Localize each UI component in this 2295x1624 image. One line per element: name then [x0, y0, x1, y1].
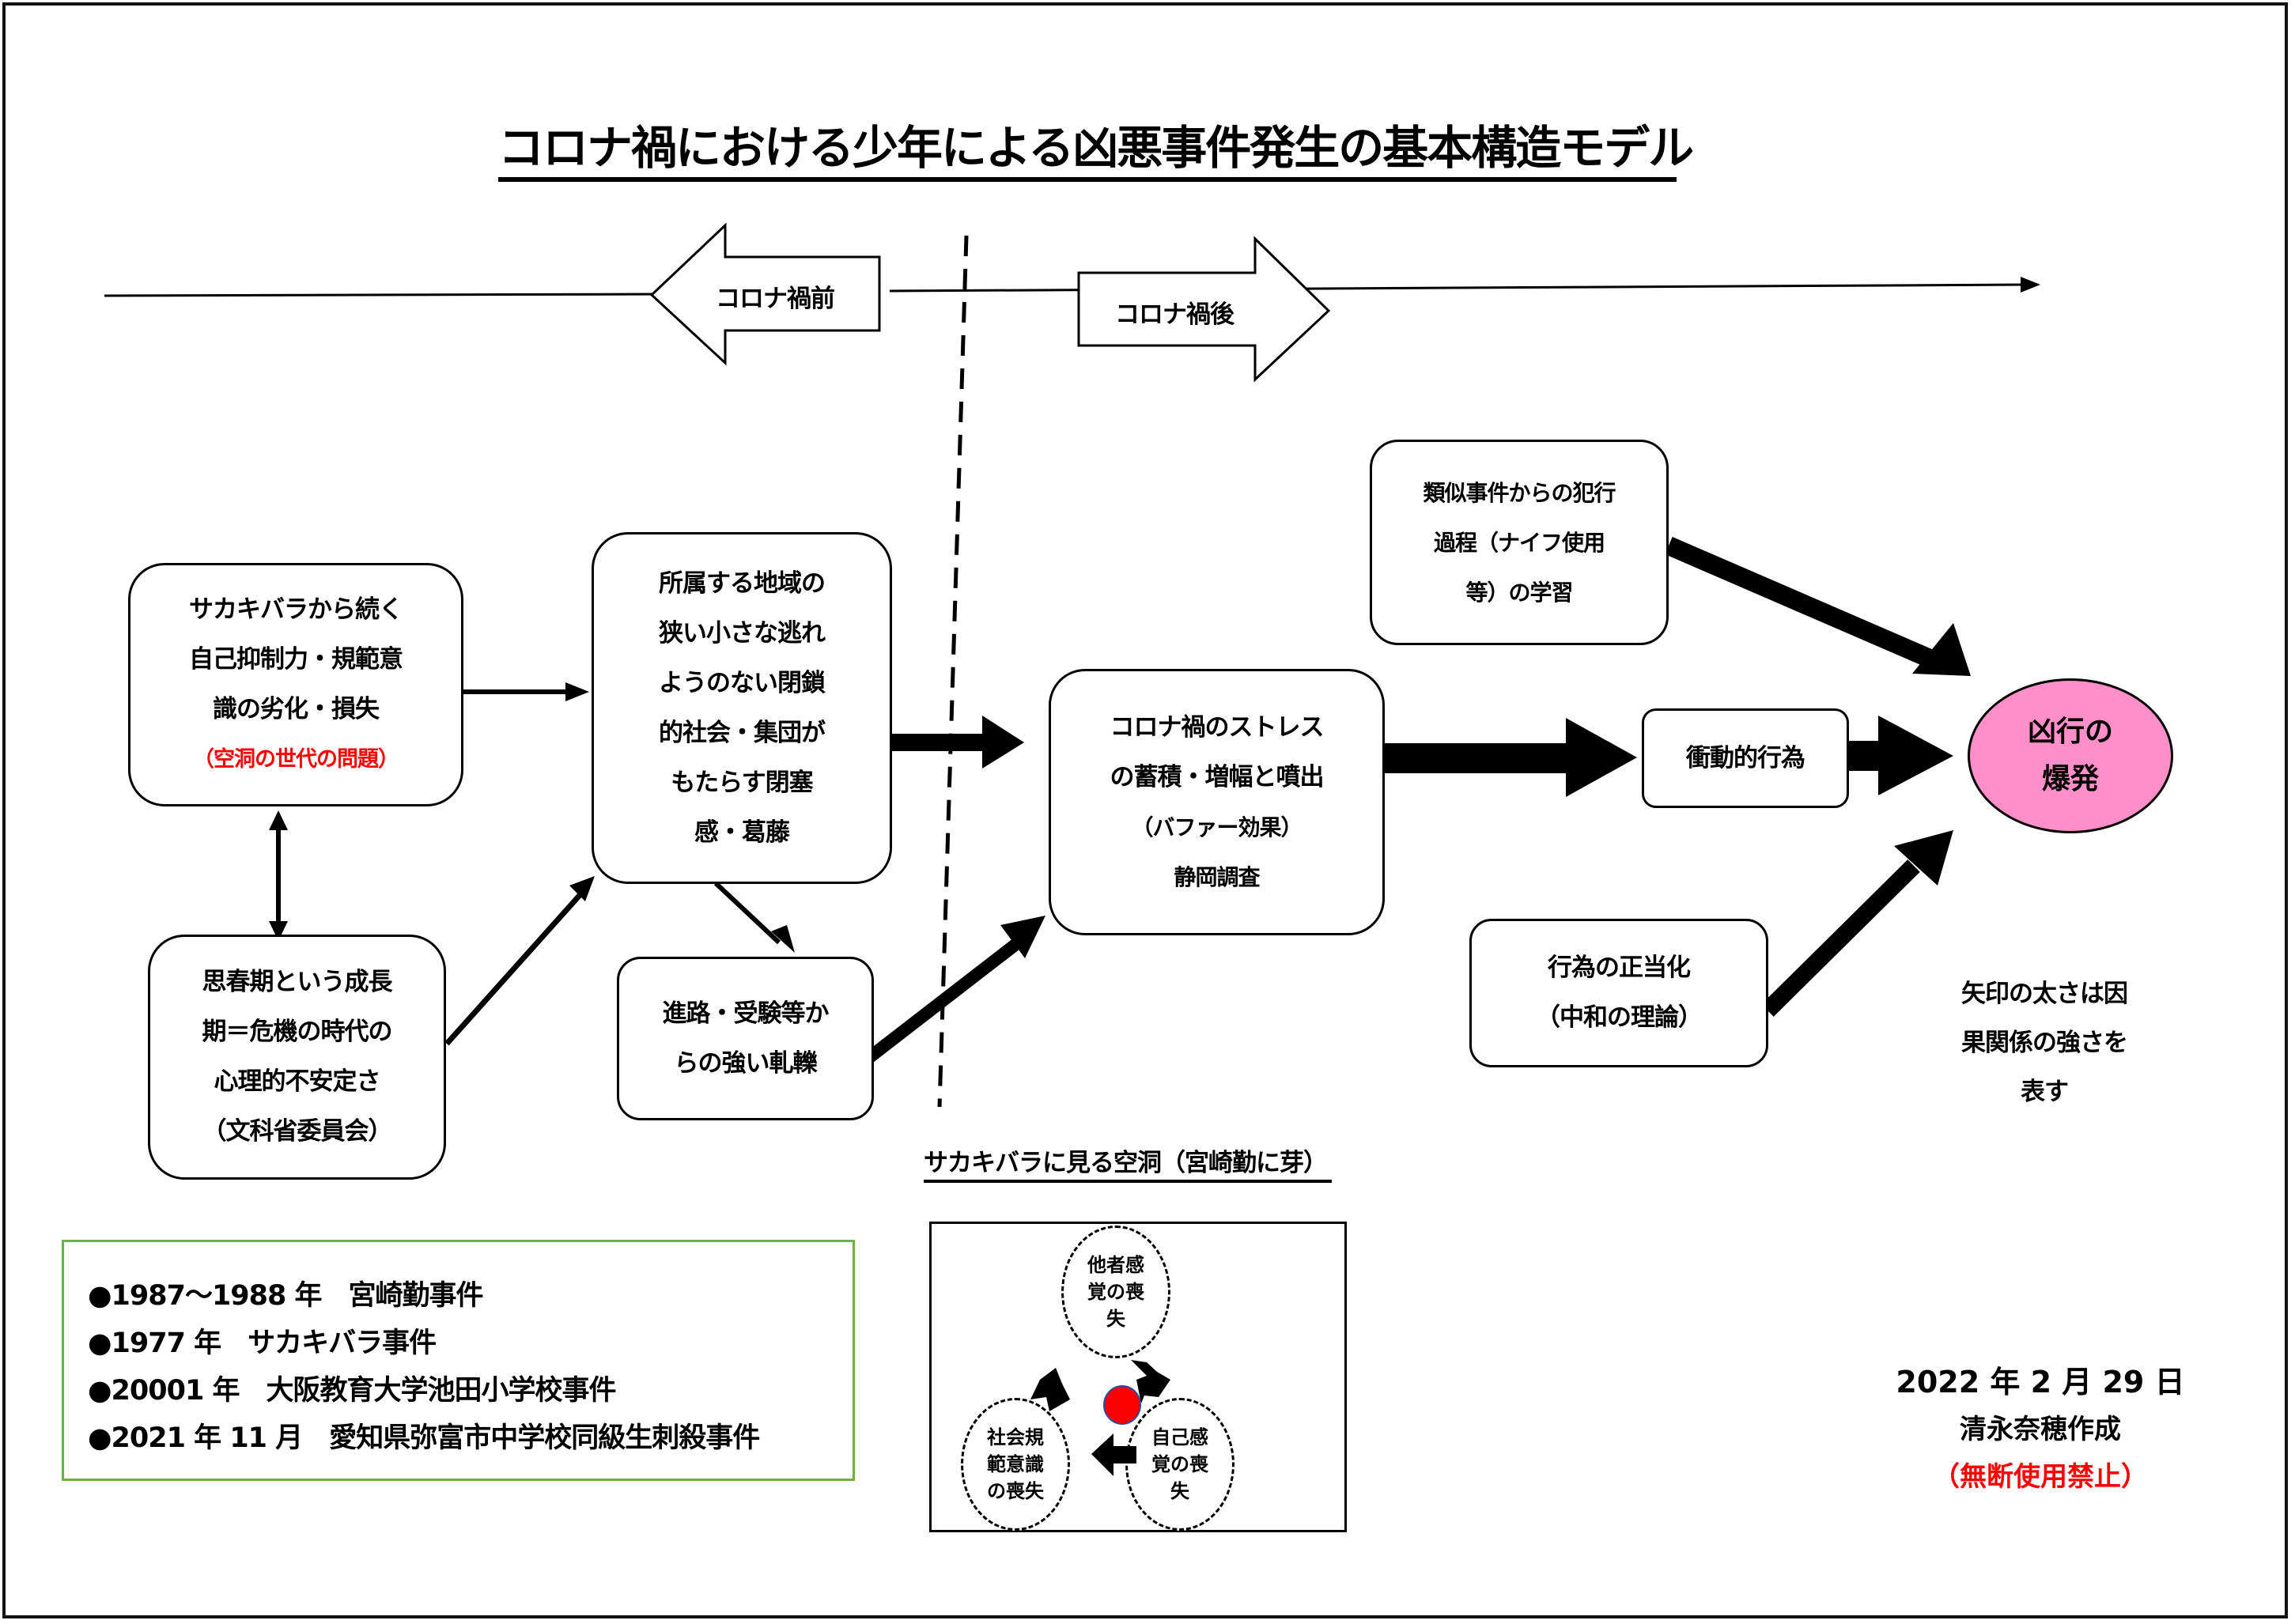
node-text-line: 所属する地域の	[659, 568, 826, 598]
circle-text-line: 社会規	[987, 1426, 1044, 1448]
node-text-line: 期＝危機の時代の	[202, 1018, 393, 1046]
node-text-line: もたらす閉塞	[671, 768, 813, 797]
node-text-line: 衝動的行為	[1686, 743, 1805, 772]
circle-text-line: 他者感	[1087, 1254, 1144, 1276]
node-text-line: 感・葛藤	[694, 818, 790, 847]
node-text-line: 等）の学習	[1465, 579, 1573, 606]
event-item: ●1977 年 サカキバラ事件	[88, 1328, 437, 1359]
node-text-line: 心理的不安定さ	[214, 1067, 381, 1096]
circle-text-line: 覚の喪	[1151, 1453, 1208, 1475]
hollow-generation-note: （空洞の世代の問題）	[193, 747, 399, 772]
copyright-notice: （無断使用禁止）	[1933, 1461, 2148, 1493]
note-line: 果関係の強さを	[1961, 1029, 2128, 1057]
arrow-imitation-to-outbreak	[1665, 536, 1938, 670]
cycle-arrow-icon	[1131, 1360, 1170, 1403]
credit-block: 2022 年 2 月 29 日 清永奈穂作成 （無断使用禁止）	[1882, 1358, 2199, 1501]
node-career-pressure: 進路・受験等か らの強い軋轢	[617, 957, 874, 1120]
node-text-line: （中和の理論）	[1536, 1003, 1703, 1032]
circle-text-line: 覚の喪	[1087, 1281, 1144, 1303]
hollow-diagram-title: サカキバラに見る空洞（宮崎勤に芽）	[924, 1146, 1332, 1183]
after-arrow-shape	[1077, 236, 1331, 383]
timeline-line-left	[104, 293, 657, 297]
node-text-line: （文科省委員会）	[202, 1117, 393, 1146]
hollow-diagram: 他者感 覚の喪 失 社会規 範意識 の喪失 自己感 覚の喪 失	[929, 1222, 1347, 1532]
credit-date: 2022 年 2 月 29 日	[1896, 1365, 2185, 1399]
hollow-core-dot	[1103, 1385, 1141, 1425]
node-text-line: の蓄積・増幅と噴出	[1110, 762, 1325, 791]
node-violent-outbreak: 凶行の 爆発	[1968, 678, 2173, 833]
era-boundary-dashed-line	[937, 235, 969, 1108]
node-text-line: 狭い小さな逃れ	[659, 618, 826, 648]
node-self-control-loss: サカキバラから続く 自己抑制力・規範意 識の劣化・損失 （空洞の世代の問題）	[128, 563, 463, 806]
node-text-line: （バファー効果）	[1131, 814, 1303, 840]
circle-text-line: 失	[1170, 1480, 1189, 1502]
circle-text-line: 自己感	[1151, 1426, 1208, 1448]
cycle-arrow-icon	[1091, 1433, 1136, 1476]
arrow-pressure-to-stress	[853, 935, 1024, 1073]
circle-text-line: 範意識	[987, 1453, 1044, 1475]
node-text-line: コロナ禍のストレス	[1110, 712, 1325, 742]
node-text-line: サカキバラから続く	[189, 595, 403, 624]
arrow-thickness-note: 矢印の太さは因 果関係の強さを 表す	[1922, 969, 2167, 1116]
after-covid-label: コロナ禍後	[1115, 300, 1234, 329]
arrow-impulsive-to-outbreak	[1843, 741, 1882, 771]
node-adolescence: 思春期という成長 期＝危機の時代の 心理的不安定さ （文科省委員会）	[148, 935, 446, 1180]
node-text-line: 過程（ナイフ使用	[1433, 529, 1605, 556]
arrow-adolescence-to-closed	[444, 891, 584, 1046]
node-text-line: ようのない閉鎖	[659, 668, 826, 697]
circle-loss-of-social-norms: 社会規 範意識 の喪失	[961, 1398, 1070, 1531]
node-text-line: 凶行の	[2027, 716, 2113, 748]
before-covid-label: コロナ禍前	[716, 285, 835, 313]
event-item: ●1987～1988 年 宮崎勤事件	[88, 1280, 484, 1312]
circle-text-line: の喪失	[987, 1480, 1044, 1502]
node-text-line: らの強い軋轢	[674, 1048, 818, 1078]
page-title: コロナ禍における少年による凶悪事件発生の基本構造モデル	[498, 120, 1694, 182]
circle-text-line: 失	[1106, 1308, 1125, 1330]
node-text-line: 行為の正当化	[1548, 954, 1691, 982]
circle-loss-of-others-sense: 他者感 覚の喪 失	[1061, 1226, 1170, 1358]
event-item: ●2021 年 11 月 愛知県弥富市中学校同級生刺殺事件	[88, 1422, 760, 1454]
note-line: 表す	[2021, 1078, 2069, 1106]
node-text-line: 爆発	[2041, 763, 2099, 795]
node-closed-society: 所属する地域の 狭い小さな逃れ ようのない閉鎖 的社会・集団が もたらす閉塞 感…	[592, 532, 892, 884]
arrow-closed-to-pressure	[713, 881, 781, 945]
node-text-line: 的社会・集団が	[659, 718, 826, 747]
node-impulsive-act: 衝動的行為	[1642, 708, 1849, 808]
event-item: ●20001 年 大阪教育大学池田小学校事件	[88, 1375, 617, 1407]
node-text-line: 思春期という成長	[202, 968, 393, 996]
node-covid-stress: コロナ禍のストレス の蓄積・増幅と噴出 （バファー効果） 静岡調査	[1049, 669, 1385, 935]
node-imitation-learning: 類似事件からの犯行 過程（ナイフ使用 等）の学習	[1370, 440, 1669, 645]
before-arrow-shape	[649, 222, 881, 366]
node-text-line: 自己抑制力・規範意	[189, 645, 403, 674]
timeline-line-right	[889, 283, 2025, 293]
arrow-closed-to-stress	[892, 734, 987, 751]
arrow-stress-to-impulsive	[1384, 743, 1570, 773]
node-text-line: 進路・受験等か	[662, 999, 830, 1028]
cycle-arrow-icon	[1030, 1368, 1070, 1411]
node-text-line: 識の劣化・損失	[213, 695, 380, 723]
events-list: ●1987～1988 年 宮崎勤事件 ●1977 年 サカキバラ事件 ●2000…	[62, 1240, 855, 1481]
node-justification: 行為の正当化 （中和の理論）	[1469, 919, 1768, 1067]
circle-loss-of-self-sense: 自己感 覚の喪 失	[1125, 1398, 1234, 1531]
note-line: 矢印の太さは因	[1961, 980, 2128, 1008]
node-text-line: 類似事件からの犯行	[1423, 479, 1616, 506]
hollow-arrows	[1030, 1360, 1170, 1476]
credit-author: 清永奈穂作成	[1960, 1414, 2121, 1445]
node-text-line: 静岡調査	[1174, 863, 1260, 890]
arrow-justification-to-outbreak	[1761, 859, 1920, 1017]
timeline-arrowhead	[2021, 277, 2040, 293]
